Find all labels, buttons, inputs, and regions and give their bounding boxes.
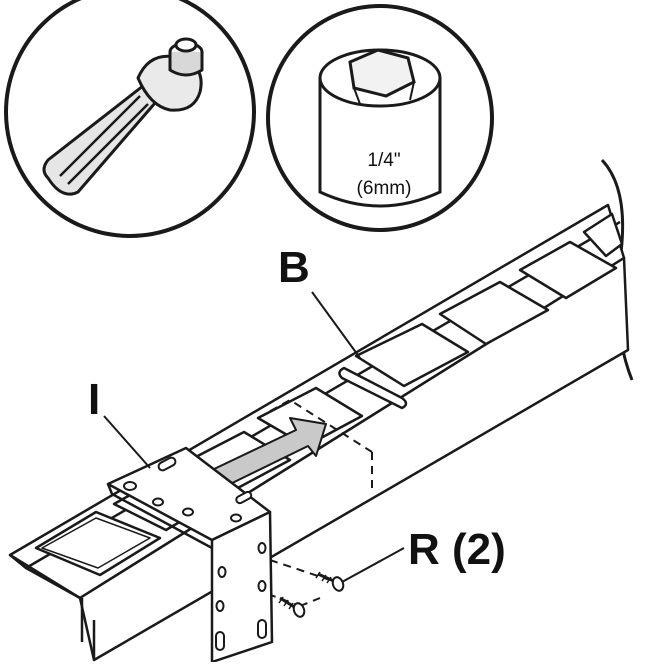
socket-tool-callout: 1/4" (6mm) — [266, 4, 494, 232]
insert-direction-arrow — [211, 417, 327, 489]
screw-upper — [315, 571, 345, 592]
ratchet-wrench-icon — [42, 37, 204, 196]
socket-size-imperial: 1/4" — [367, 150, 400, 171]
ratchet-tool-callout — [4, 0, 256, 238]
leader-line-i — [103, 415, 151, 469]
label-bracket-i: I — [88, 375, 100, 424]
socket-size-metric: (6mm) — [357, 178, 412, 199]
mounting-bracket — [106, 446, 274, 664]
label-rail-b: B — [278, 243, 310, 292]
bracket-face-holes — [215, 542, 267, 651]
leader-lines — [103, 291, 405, 583]
label-screws-r: R (2) — [408, 525, 506, 574]
bracket-flange-holes — [123, 456, 253, 523]
hex-socket-icon — [318, 48, 442, 208]
screw-lower — [278, 596, 306, 618]
leader-line-b — [311, 291, 361, 359]
leader-line-r — [341, 547, 405, 583]
